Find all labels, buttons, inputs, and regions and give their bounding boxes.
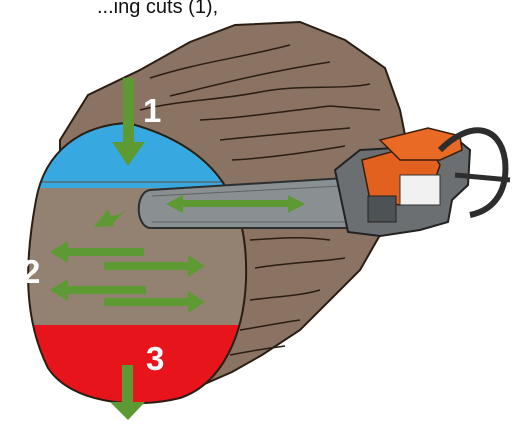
bark-texture <box>139 44 381 356</box>
step-number-2: 2 <box>22 253 40 290</box>
caption-text: ...ing cuts (1), <box>97 0 219 18</box>
arrow-down-icon <box>112 78 145 166</box>
diagonal-arrow-icon <box>94 209 127 227</box>
step-number-3: 3 <box>146 340 164 377</box>
chainsaw-handle <box>437 127 509 218</box>
double-arrow-icon <box>50 241 205 313</box>
arrow-down-icon <box>110 365 145 420</box>
arrows <box>50 78 305 420</box>
step-number-1: 1 <box>143 92 161 129</box>
double-arrow-icon <box>166 195 305 213</box>
